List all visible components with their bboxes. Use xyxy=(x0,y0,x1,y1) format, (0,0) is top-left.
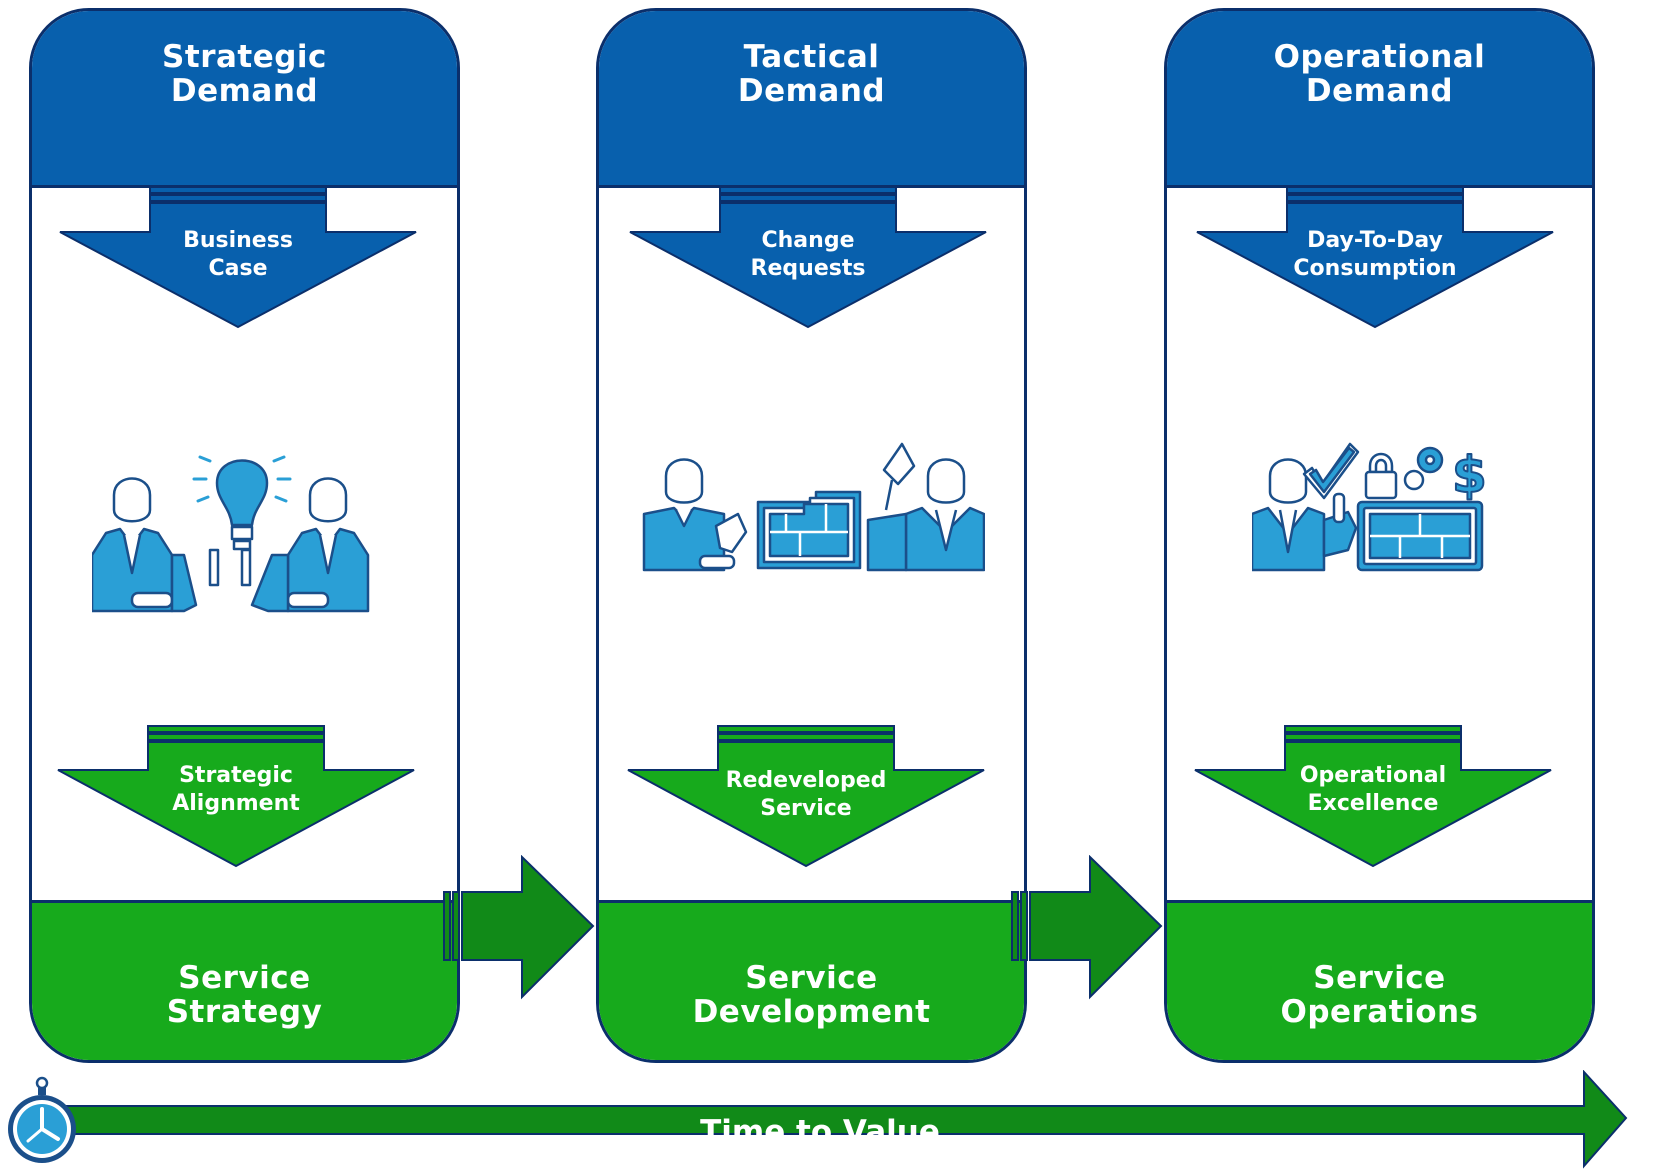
column-footer-title: Service Development xyxy=(692,960,931,1030)
column-header-title: Operational Demand xyxy=(1273,39,1486,109)
output-arrow: Strategic Alignment xyxy=(56,724,416,869)
person-with-check-lock-gear-dollar-icon: $ xyxy=(1250,440,1492,579)
output-arrow-label: Strategic Alignment xyxy=(172,763,300,816)
column-footer: Service Development xyxy=(599,900,1024,1060)
column-header-title: Strategic Demand xyxy=(162,39,327,109)
down-arrow-icon xyxy=(57,725,415,868)
input-arrow: Day-To-Day Consumption xyxy=(1195,185,1555,330)
output-arrow: Redeveloped Service xyxy=(626,724,986,869)
input-arrow-label: Day-To-Day Consumption xyxy=(1293,228,1457,281)
input-arrow-label: Business Case xyxy=(183,228,293,281)
svg-text:$: $ xyxy=(1452,446,1487,504)
input-arrow: Business Case xyxy=(58,185,418,330)
output-arrow: Operational Excellence xyxy=(1193,724,1553,869)
output-arrow-label: Operational Excellence xyxy=(1299,763,1447,816)
input-arrow: Change Requests xyxy=(628,185,988,330)
column-header: Operational Demand xyxy=(1167,11,1592,188)
column-footer-title: Service Strategy xyxy=(166,960,323,1030)
output-arrow-label: Redeveloped Service xyxy=(725,768,887,821)
people-with-lightbulb-icon xyxy=(90,431,382,624)
column-footer: Service Strategy xyxy=(32,900,457,1060)
column-header-title: Tactical Demand xyxy=(737,39,886,109)
people-building-wall-icon xyxy=(640,440,986,579)
stopwatch-icon xyxy=(4,1075,78,1173)
flow-arrow-right-icon xyxy=(1010,854,1165,1004)
time-to-value-arrow xyxy=(0,1069,1661,1173)
down-arrow-icon xyxy=(629,186,987,329)
input-arrow-label: Change Requests xyxy=(750,228,866,281)
down-arrow-icon xyxy=(1196,186,1554,329)
flow-arrow-right-icon xyxy=(442,854,597,1004)
down-arrow-icon xyxy=(59,186,417,329)
down-arrow-icon xyxy=(627,725,985,868)
timeline-label: Time to Value xyxy=(700,1114,940,1150)
column-footer: Service Operations xyxy=(1167,900,1592,1060)
column-header: Strategic Demand xyxy=(32,11,457,188)
strategic-column: Strategic Demand Service Strategy xyxy=(29,8,460,1063)
down-arrow-icon xyxy=(1194,725,1552,868)
column-footer-title: Service Operations xyxy=(1280,960,1479,1030)
column-header: Tactical Demand xyxy=(599,11,1024,188)
